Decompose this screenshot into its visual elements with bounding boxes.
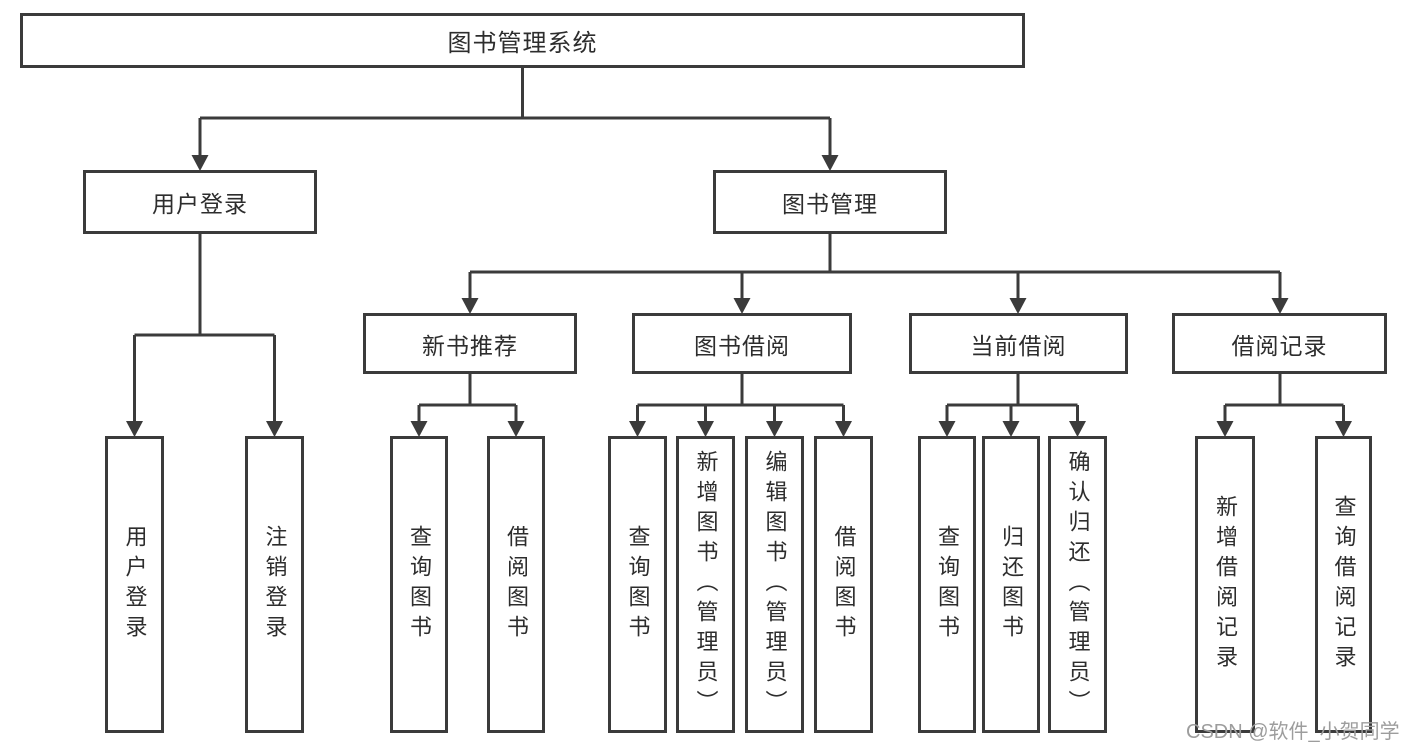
leaf-logout-label: 注销登录 bbox=[262, 524, 288, 645]
leaf-current-confirm-return-admin-label: 确认归还（管理员） bbox=[1065, 449, 1091, 720]
leaf-current-confirm-return-admin: 确认归还（管理员） bbox=[1048, 436, 1107, 733]
leaf-logout: 注销登录 bbox=[245, 436, 304, 733]
leaf-records-add-borrow-record-label: 新增借阅记录 bbox=[1213, 494, 1238, 675]
root-node-library-management-system: 图书管理系统 bbox=[20, 13, 1025, 68]
node-current-borrowing: 当前借阅 bbox=[909, 313, 1128, 374]
node-borrowing-records: 借阅记录 bbox=[1172, 313, 1387, 374]
leaf-borrowing-borrow-books: 借阅图书 bbox=[814, 436, 873, 733]
connector-path bbox=[133, 68, 1345, 423]
node-book-borrowing-label: 图书借阅 bbox=[694, 332, 790, 359]
leaf-borrowing-query-books: 查询图书 bbox=[608, 436, 667, 733]
root-node-label: 图书管理系统 bbox=[447, 30, 598, 57]
leaf-current-return-books: 归还图书 bbox=[982, 436, 1040, 733]
leaf-borrowing-edit-books-admin: 编辑图书（管理员） bbox=[745, 436, 804, 733]
leaf-newbook-borrow-books-label: 借阅图书 bbox=[504, 524, 529, 645]
node-new-book-recommend: 新书推荐 bbox=[363, 313, 577, 374]
leaf-newbook-query-books-label: 查询图书 bbox=[407, 524, 432, 645]
csdn-watermark: CSDN @软件_小贺同学 bbox=[1186, 721, 1400, 743]
node-user-login: 用户登录 bbox=[83, 170, 317, 234]
leaf-records-query-borrow-record: 查询借阅记录 bbox=[1315, 436, 1372, 733]
leaf-user-login: 用户登录 bbox=[105, 436, 164, 733]
leaf-records-query-borrow-record-label: 查询借阅记录 bbox=[1331, 494, 1357, 675]
node-borrowing-records-label: 借阅记录 bbox=[1231, 332, 1328, 359]
leaf-borrowing-edit-books-admin-label: 编辑图书（管理员） bbox=[762, 449, 788, 720]
node-new-book-recommend-label: 新书推荐 bbox=[422, 332, 518, 359]
leaf-borrowing-borrow-books-label: 借阅图书 bbox=[831, 524, 857, 645]
leaf-current-return-books-label: 归还图书 bbox=[999, 524, 1024, 645]
leaf-current-query-books-label: 查询图书 bbox=[935, 524, 960, 645]
leaf-records-add-borrow-record: 新增借阅记录 bbox=[1195, 436, 1255, 733]
node-user-login-label: 用户登录 bbox=[152, 191, 248, 217]
leaf-newbook-borrow-books: 借阅图书 bbox=[487, 436, 545, 733]
leaf-user-login-label: 用户登录 bbox=[122, 524, 148, 645]
leaf-borrowing-add-books-admin: 新增图书（管理员） bbox=[676, 436, 735, 733]
leaf-newbook-query-books: 查询图书 bbox=[390, 436, 448, 733]
leaf-borrowing-query-books-label: 查询图书 bbox=[625, 524, 651, 645]
leaf-current-query-books: 查询图书 bbox=[918, 436, 976, 733]
node-book-management: 图书管理 bbox=[713, 170, 947, 234]
node-book-management-label: 图书管理 bbox=[782, 191, 878, 217]
node-book-borrowing: 图书借阅 bbox=[632, 313, 852, 374]
leaf-borrowing-add-books-admin-label: 新增图书（管理员） bbox=[693, 449, 719, 720]
node-current-borrowing-label: 当前借阅 bbox=[970, 332, 1067, 359]
